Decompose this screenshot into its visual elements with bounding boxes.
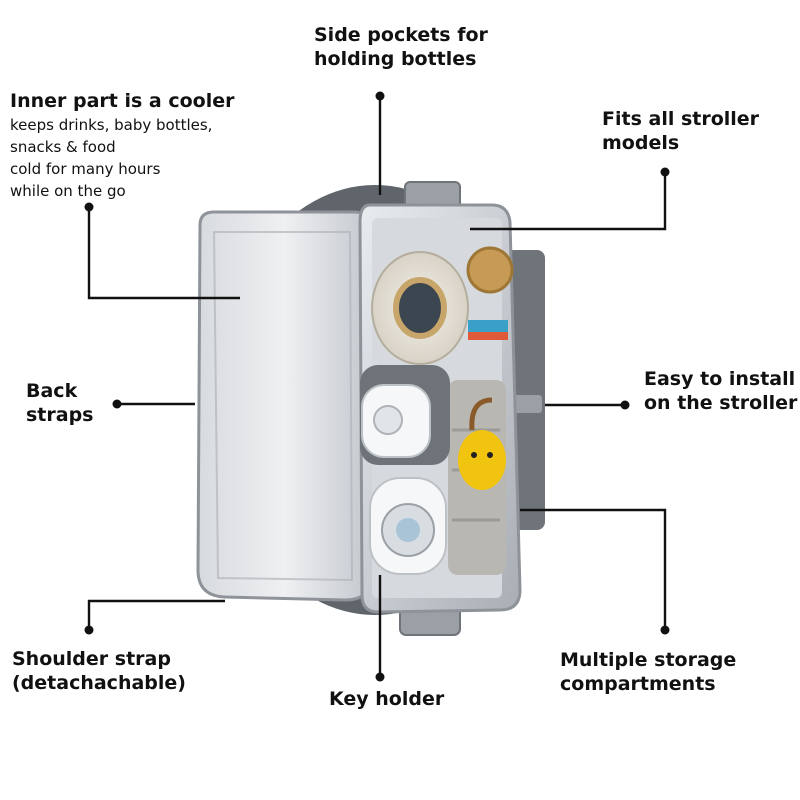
callout-storage: Multiple storage compartments: [560, 649, 736, 697]
duck-toy: [458, 397, 506, 490]
paper-roll: [371, 251, 469, 365]
inner-cooler-title: Inner part is a cooler: [10, 90, 235, 112]
dot-easy-install: [620, 400, 630, 410]
callout-easy-install: Easy to install on the stroller: [644, 368, 797, 416]
back-straps-line2: straps: [26, 403, 94, 426]
callout-key-holder: Key holder: [329, 688, 444, 712]
dot-fits-stroller: [660, 167, 670, 177]
callout-inner-cooler: Inner part is a cooler keeps drinks, bab…: [10, 90, 235, 202]
storage-line2: compartments: [560, 672, 716, 695]
callout-fits-stroller: Fits all stroller models: [602, 108, 759, 156]
fits-stroller-line1: Fits all stroller: [602, 108, 760, 130]
side-pockets-line2: holding bottles: [314, 47, 477, 70]
callout-back-straps: Back straps: [26, 380, 94, 428]
shoulder-strap-line1: Shoulder strap: [12, 648, 171, 670]
shoulder-strap-line2: (detachachable): [12, 671, 186, 694]
wooden-teether: [466, 246, 514, 294]
fits-stroller-line2: models: [602, 131, 680, 154]
dot-key-holder: [375, 672, 385, 682]
dot-shoulder-strap: [84, 625, 94, 635]
side-pockets-line1: Side pockets for: [314, 24, 488, 46]
easy-install-line2: on the stroller: [644, 391, 798, 414]
easy-install-line1: Easy to install: [644, 368, 796, 390]
baby-bottle: [361, 384, 431, 458]
dot-inner-cooler: [84, 202, 94, 212]
inner-cooler-desc-2: snacks & food: [10, 137, 116, 156]
storage-line1: Multiple storage: [560, 649, 737, 671]
callout-side-pockets: Side pockets for holding bottles: [314, 24, 488, 72]
dot-back-straps: [112, 399, 122, 409]
inner-cooler-desc-1: keeps drinks, baby bottles,: [10, 115, 213, 134]
inner-cooler-desc-4: while on the go: [10, 181, 126, 200]
key-holder-label: Key holder: [329, 688, 445, 710]
dot-storage: [660, 625, 670, 635]
baby-bottle-2: [369, 477, 447, 575]
dot-side-pockets: [375, 91, 385, 101]
inner-cooler-desc-3: cold for many hours: [10, 159, 161, 178]
callout-shoulder-strap: Shoulder strap (detachachable): [12, 648, 186, 696]
back-straps-line1: Back: [26, 380, 78, 402]
